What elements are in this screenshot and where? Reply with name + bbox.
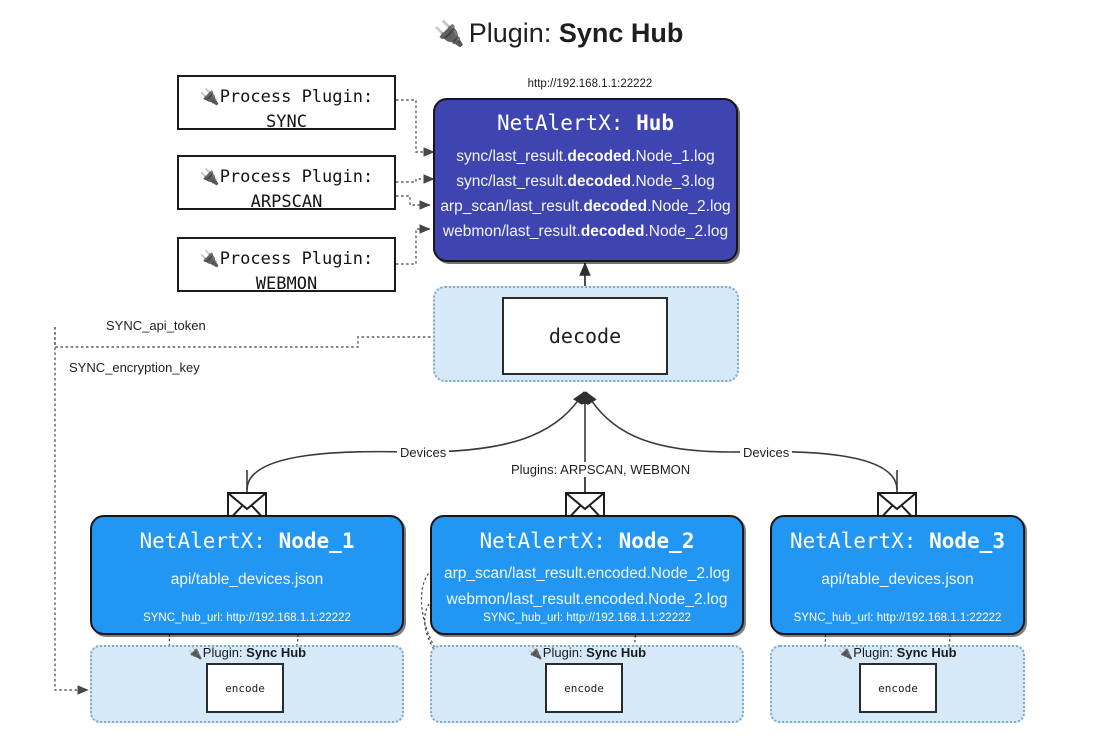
node-title: NetAlertX: Node_3 — [790, 529, 1005, 553]
hub-title: NetAlertX: Hub — [496, 111, 675, 135]
node-box-node-3[interactable]: NetAlertX: Node_3 api/table_devices.json… — [770, 515, 1025, 635]
node-line: webmon/last_result.encoded.Node_2.log — [446, 591, 728, 609]
encode-box-label: encode — [564, 681, 604, 695]
node-url: SYNC_hub_url: http://192.168.1.1:22222 — [483, 612, 691, 624]
decode-box[interactable]: decode — [502, 297, 668, 375]
decode-box-label: decode — [548, 324, 622, 348]
edge-label-devices-right: Devices — [740, 445, 793, 460]
encode-zone-label-node-2: 🔌Plugin: Sync Hub — [527, 645, 647, 660]
encode-box-node-3[interactable]: encode — [859, 663, 937, 713]
plug-icon: 🔌 — [187, 646, 203, 660]
plug-icon: 🔌 — [838, 646, 854, 660]
node-box-node-2[interactable]: NetAlertX: Node_2 arp_scan/last_result.e… — [430, 515, 744, 635]
plug-icon: 🔌 — [199, 87, 220, 106]
process-plugin-line2: ARPSCAN — [250, 191, 323, 212]
node-line: api/table_devices.json — [821, 571, 974, 588]
hub-log-lines: sync/last_result.decoded.Node_1.log sync… — [435, 144, 736, 244]
node-url: SYNC_hub_url: http://192.168.1.1:22222 — [793, 612, 1002, 624]
node-url: SYNC_hub_url: http://192.168.1.1:22222 — [143, 612, 351, 624]
process-plugin-line1: 🔌Process Plugin: — [199, 87, 374, 107]
process-plugin-line2: WEBMON — [255, 273, 318, 294]
node-title: NetAlertX: Node_2 — [479, 529, 695, 553]
process-plugin-box-arpscan[interactable]: 🔌Process Plugin: ARPSCAN — [177, 155, 396, 212]
hub-log-line: sync/last_result.decoded.Node_3.log — [456, 173, 715, 191]
hub-log-line: sync/last_result.decoded.Node_1.log — [456, 148, 715, 165]
encode-zone-label-node-3: 🔌Plugin: Sync Hub — [838, 645, 957, 660]
plug-icon: 🔌 — [527, 646, 543, 660]
config-label-encryption-key: SYNC_encryption_key — [69, 360, 200, 375]
process-plugin-line1: 🔌Process Plugin: — [199, 249, 374, 269]
config-label-api-token: SYNC_api_token — [106, 318, 206, 333]
node-line: arp_scan/last_result.encoded.Node_2.log — [443, 565, 731, 582]
page-title-prefix: Plugin: — [468, 18, 552, 48]
hub-url-label: http://192.168.1.1:22222 — [527, 78, 653, 90]
page-title: 🔌Plugin: Sync Hub — [0, 18, 1117, 49]
hub-node[interactable]: NetAlertX: Hub sync/last_result.decoded.… — [433, 98, 738, 262]
edge-label-devices-left: Devices — [397, 445, 450, 460]
encode-zone-label-node-1: 🔌Plugin: Sync Hub — [187, 645, 307, 660]
encode-box-node-2[interactable]: encode — [545, 663, 623, 713]
node-line: api/table_devices.json — [170, 571, 324, 588]
process-plugin-box-webmon[interactable]: 🔌Process Plugin: WEBMON — [177, 237, 396, 294]
plug-icon: 🔌 — [199, 167, 220, 186]
process-plugin-line2: SYNC — [266, 111, 307, 132]
hub-log-line: webmon/last_result.decoded.Node_2.log — [442, 223, 729, 241]
node-title: NetAlertX: Node_1 — [139, 529, 355, 553]
process-plugin-line1: 🔌Process Plugin: — [199, 167, 374, 187]
plug-icon: 🔌 — [433, 20, 465, 48]
node-box-node-1[interactable]: NetAlertX: Node_1 api/table_devices.json… — [90, 515, 404, 635]
encode-box-label: encode — [878, 681, 918, 695]
edge-label-plugins-center: Plugins: ARPSCAN, WEBMON — [508, 462, 694, 477]
process-plugin-box-sync[interactable]: 🔌Process Plugin: SYNC — [177, 75, 396, 132]
encode-box-node-1[interactable]: encode — [206, 663, 284, 713]
hub-log-line: arp_scan/last_result.decoded.Node_2.log — [440, 198, 731, 216]
plug-icon: 🔌 — [199, 249, 220, 268]
encode-box-label: encode — [225, 681, 265, 695]
page-title-name: Sync Hub — [558, 18, 684, 48]
